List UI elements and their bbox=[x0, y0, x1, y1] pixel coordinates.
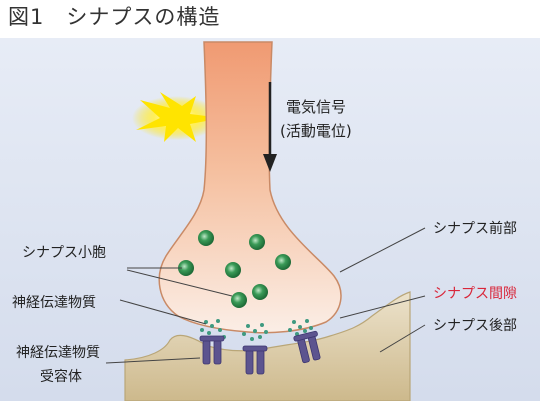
leader-line-presynaptic bbox=[339, 227, 426, 273]
vesicle bbox=[275, 254, 291, 270]
vesicle-group bbox=[178, 230, 291, 308]
signal-label-line1: 電気信号 bbox=[286, 98, 346, 116]
label-cleft: シナプス間隙 bbox=[433, 286, 517, 302]
receptor-icon bbox=[199, 335, 225, 365]
presynaptic-terminal bbox=[158, 41, 342, 334]
postsynaptic-terminal bbox=[124, 291, 411, 401]
signal-arrow-icon bbox=[263, 82, 277, 172]
leader-line-cleft bbox=[339, 295, 426, 319]
vesicle bbox=[225, 262, 241, 278]
neurotransmitter-dots bbox=[200, 319, 313, 341]
vesicle bbox=[198, 230, 214, 246]
leader-line-transmitter bbox=[119, 299, 207, 325]
label-presynaptic: シナプス前部 bbox=[433, 220, 517, 237]
label-postsynaptic: シナプス後部 bbox=[433, 318, 517, 334]
label-receptor-line1: 神経伝達物質 bbox=[16, 345, 100, 361]
label-vesicle: シナプス小胞 bbox=[22, 245, 106, 261]
receptor-icon bbox=[293, 330, 321, 364]
label-transmitter: 神経伝達物質 bbox=[12, 295, 96, 311]
receptor-group bbox=[199, 330, 321, 375]
vesicle bbox=[252, 284, 268, 300]
figure-title: 図1 シナプスの構造 bbox=[8, 5, 221, 29]
vesicle bbox=[249, 234, 265, 250]
leader-line-postsynaptic bbox=[379, 324, 426, 353]
receptor-icon bbox=[242, 345, 268, 375]
vesicle bbox=[178, 260, 194, 276]
signal-label-line2: (活動電位) bbox=[280, 122, 352, 140]
leader-line-receptor bbox=[105, 357, 201, 364]
leader-line-vesicle bbox=[126, 269, 233, 297]
vesicle bbox=[231, 292, 247, 308]
label-receptor-line2: 受容体 bbox=[40, 368, 82, 385]
electric-flash-icon bbox=[132, 92, 222, 142]
